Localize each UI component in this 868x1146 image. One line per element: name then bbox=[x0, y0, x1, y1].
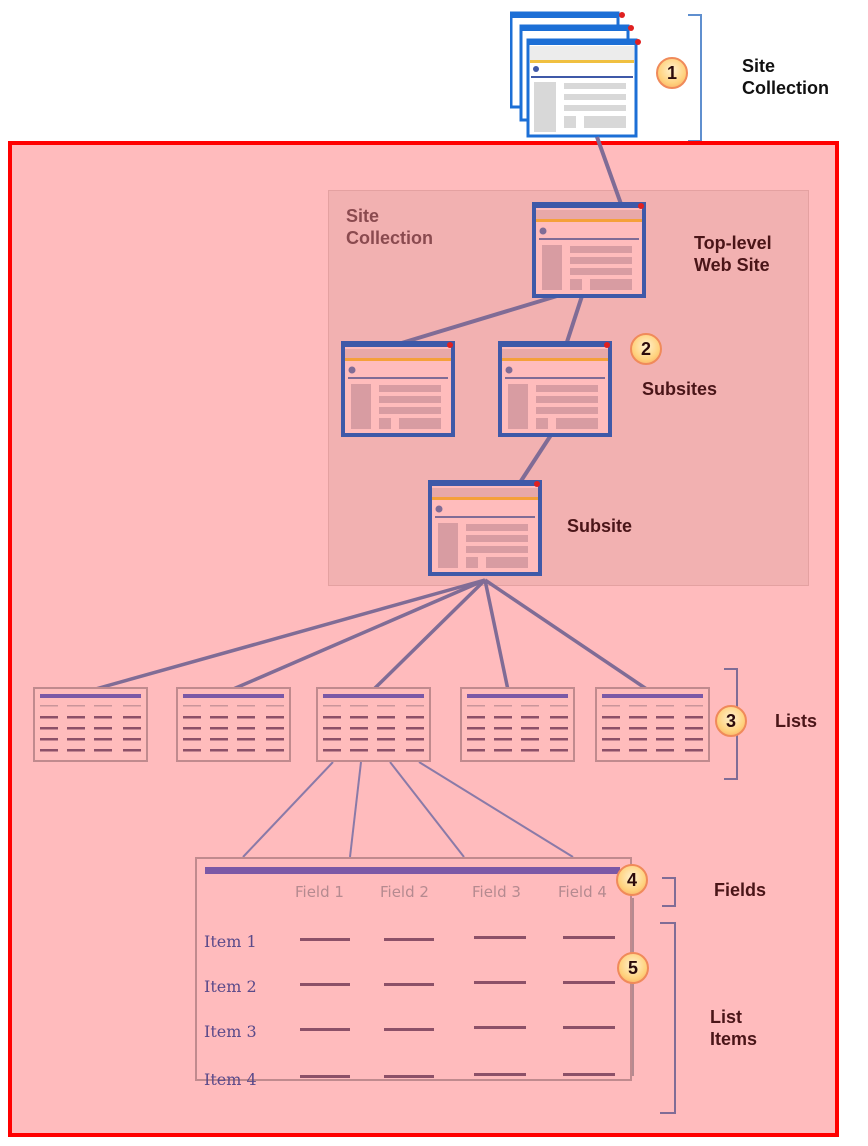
list-table-icon[interactable] bbox=[176, 687, 291, 762]
field-value-placeholder bbox=[300, 1075, 350, 1078]
field-value-placeholder bbox=[300, 983, 350, 986]
connector bbox=[230, 578, 486, 692]
connector bbox=[394, 294, 558, 347]
item-label: Item 1 bbox=[204, 932, 257, 951]
item-label: Item 4 bbox=[204, 1070, 257, 1089]
connector bbox=[349, 761, 362, 858]
connector bbox=[389, 761, 465, 858]
connector bbox=[484, 578, 649, 692]
callout-badge-5: 5 bbox=[617, 952, 649, 984]
field-value-placeholder bbox=[563, 1073, 615, 1076]
list-table-icon[interactable] bbox=[460, 687, 575, 762]
label-line: Site bbox=[742, 56, 776, 76]
field-value-placeholder bbox=[474, 1026, 526, 1029]
browser-window-icon[interactable] bbox=[532, 202, 646, 298]
top-level-label: Top-level Web Site bbox=[694, 232, 772, 276]
list-detail-header-bar bbox=[205, 867, 620, 874]
field-header: Field 4 bbox=[558, 883, 607, 901]
field-value-placeholder bbox=[474, 1073, 526, 1076]
field-value-placeholder bbox=[563, 1026, 615, 1029]
field-value-placeholder bbox=[563, 981, 615, 984]
connector bbox=[418, 761, 574, 858]
site-collection-box-label: Site Collection bbox=[346, 205, 433, 249]
site-connectors bbox=[394, 136, 623, 486]
bracket-list-items bbox=[660, 922, 676, 1114]
connector bbox=[91, 578, 486, 692]
label-line: Collection bbox=[346, 228, 434, 248]
browser-window-icon bbox=[526, 38, 641, 138]
item-label: Item 2 bbox=[204, 977, 257, 996]
callout-label-list-items: List Items bbox=[710, 1006, 757, 1050]
field-value-placeholder bbox=[300, 938, 350, 941]
field-value-placeholder bbox=[384, 1028, 434, 1031]
subsite-label: Subsite bbox=[567, 516, 633, 536]
callout-label-lists: Lists bbox=[775, 711, 818, 731]
callout-label-site-collection: Site Collection bbox=[742, 55, 829, 99]
field-value-placeholder bbox=[474, 981, 526, 984]
browser-window-icon[interactable] bbox=[428, 480, 542, 576]
callout-badge-4: 4 bbox=[616, 864, 648, 896]
bracket-fields bbox=[662, 877, 676, 907]
label-line: List bbox=[710, 1007, 743, 1027]
callout-badge-2: 2 bbox=[630, 333, 662, 365]
label-line: Items bbox=[710, 1029, 758, 1049]
field-value-placeholder bbox=[384, 1075, 434, 1078]
field-value-placeholder bbox=[474, 936, 526, 939]
field-header: Field 2 bbox=[380, 883, 429, 901]
list-table-icon[interactable] bbox=[316, 687, 431, 762]
field-connectors bbox=[242, 761, 574, 858]
callout-badge-3: 3 bbox=[715, 705, 747, 737]
list-table-icon[interactable] bbox=[33, 687, 148, 762]
browser-window-icon[interactable] bbox=[498, 341, 612, 437]
label-line: Web Site bbox=[694, 255, 770, 275]
connector bbox=[595, 136, 623, 205]
field-value-placeholder bbox=[563, 936, 615, 939]
callout-badge-1: 1 bbox=[656, 57, 688, 89]
field-header: Field 1 bbox=[295, 883, 344, 901]
callout-label-subsites: Subsites bbox=[642, 379, 718, 399]
item-label: Item 3 bbox=[204, 1022, 257, 1041]
list-table-icon[interactable] bbox=[595, 687, 710, 762]
field-value-placeholder bbox=[384, 983, 434, 986]
label-line: Site bbox=[346, 206, 380, 226]
field-value-placeholder bbox=[300, 1028, 350, 1031]
label-line: Top-level bbox=[694, 233, 772, 253]
connector bbox=[517, 433, 553, 486]
list-connectors bbox=[91, 578, 649, 692]
field-header: Field 3 bbox=[472, 883, 521, 901]
browser-window-icon[interactable] bbox=[341, 341, 455, 437]
connector-4-5 bbox=[632, 898, 634, 1076]
connector bbox=[242, 761, 334, 858]
connector bbox=[483, 579, 510, 691]
site-collection-stack-icon bbox=[510, 10, 645, 140]
field-value-placeholder bbox=[384, 938, 434, 941]
callout-label-fields: Fields bbox=[714, 880, 767, 900]
connector bbox=[371, 578, 487, 692]
label-line: Collection bbox=[742, 78, 830, 98]
connector bbox=[564, 295, 584, 346]
